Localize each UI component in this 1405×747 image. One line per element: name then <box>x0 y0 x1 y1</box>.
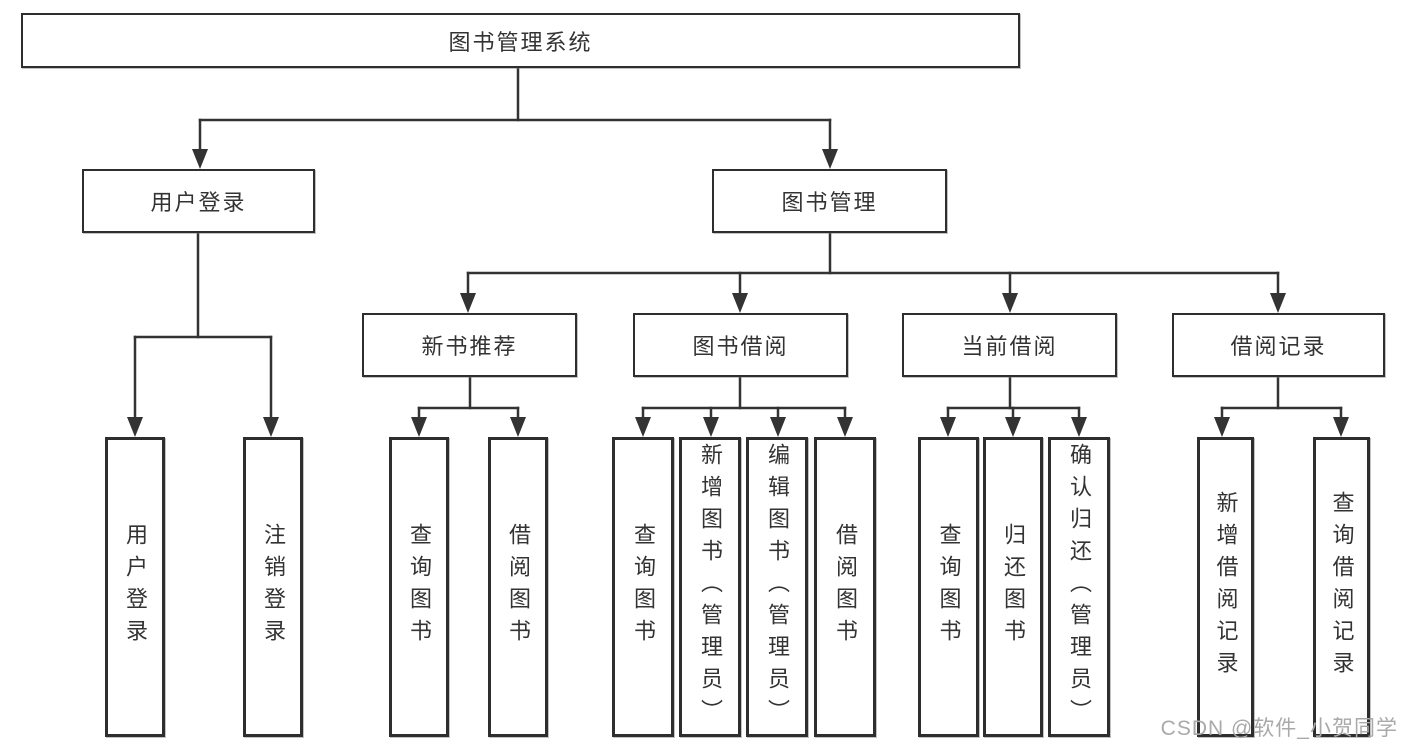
leaf-user-login: 用户登录 <box>105 437 165 737</box>
leaf-add-borrow-record: 新增借阅记录 <box>1197 437 1254 737</box>
leaf-edit-book-admin: 编辑图书（管理员） <box>746 437 808 737</box>
node-user-login: 用户登录 <box>82 169 315 233</box>
leaf-logout: 注销登录 <box>243 437 303 737</box>
leaf-query-books-current: 查询图书 <box>918 437 979 737</box>
leaf-query-books-borrow: 查询图书 <box>612 437 674 737</box>
watermark: CSDN @软件_小贺同学 <box>1160 717 1398 740</box>
leaf-borrow-books-recommend: 借阅图书 <box>488 437 548 737</box>
leaf-query-books-recommend: 查询图书 <box>389 437 449 737</box>
leaf-return-book: 归还图书 <box>983 437 1043 737</box>
leaf-add-book-admin: 新增图书（管理员） <box>679 437 741 737</box>
node-borrow-records: 借阅记录 <box>1172 313 1385 377</box>
leaf-query-borrow-record: 查询借阅记录 <box>1313 437 1370 737</box>
node-root: 图书管理系统 <box>21 13 1020 68</box>
node-book-management: 图书管理 <box>712 169 947 233</box>
leaf-borrow-books-2: 借阅图书 <box>814 437 876 737</box>
node-new-book-recommend: 新书推荐 <box>362 313 577 377</box>
node-book-borrow: 图书借阅 <box>633 313 848 377</box>
leaf-confirm-return-admin: 确认归还（管理员） <box>1048 437 1110 737</box>
node-current-borrow: 当前借阅 <box>902 313 1117 377</box>
